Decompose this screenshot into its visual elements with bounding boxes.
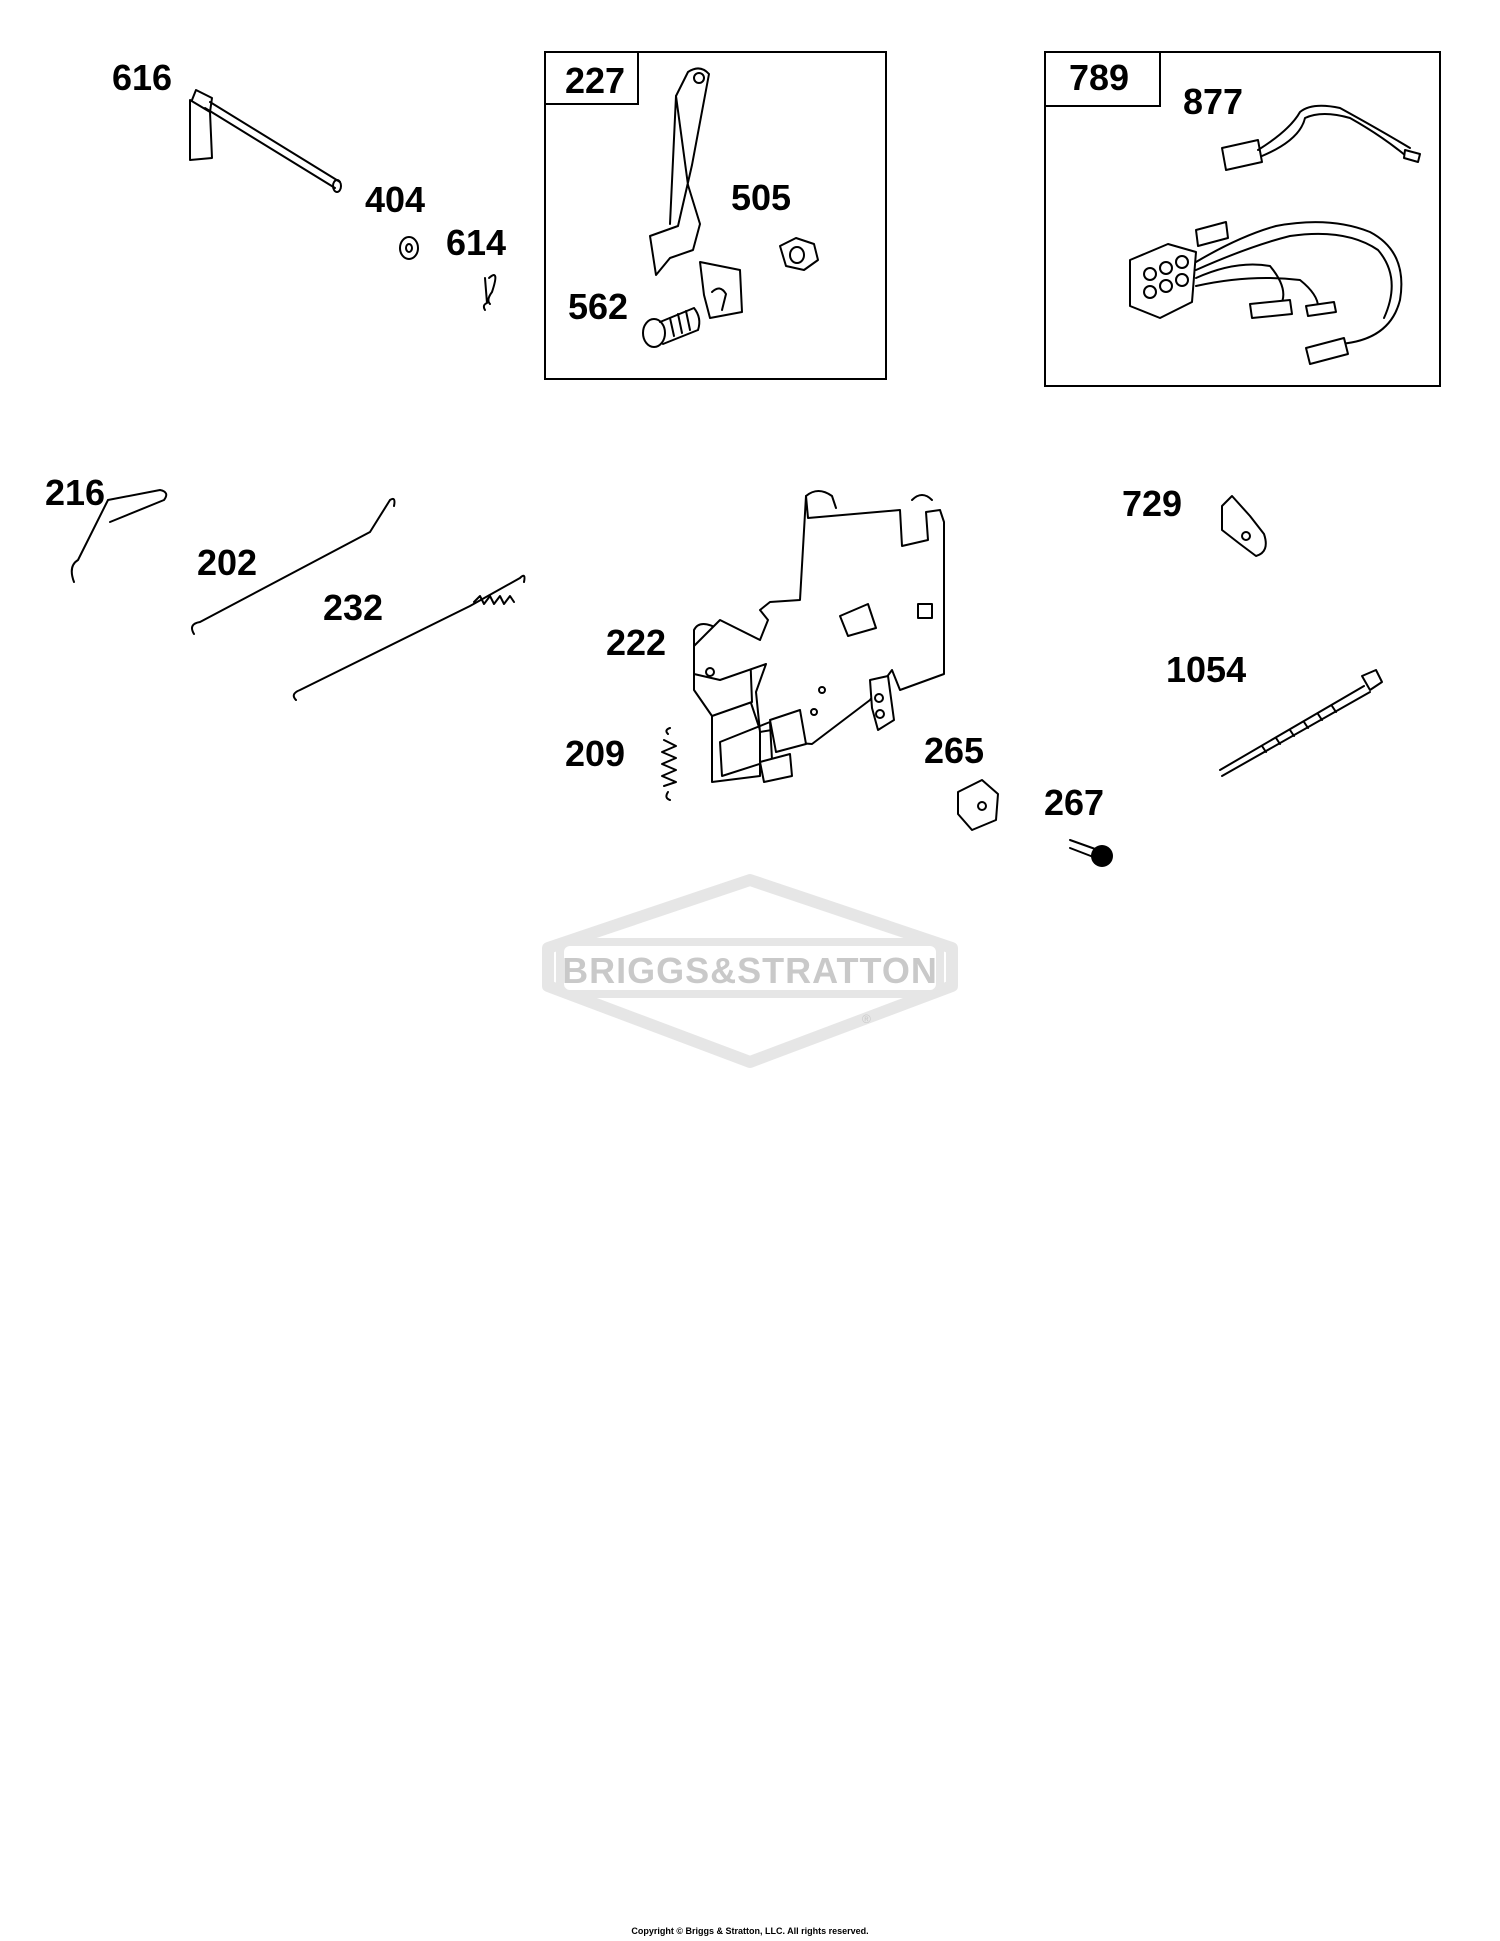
part-616-shaft bbox=[189, 89, 342, 193]
part-265-clamp bbox=[957, 779, 999, 831]
part-label-222: 222 bbox=[606, 622, 667, 663]
part-label-877: 877 bbox=[1183, 81, 1244, 122]
part-222-bracket bbox=[693, 490, 945, 783]
part-216-link bbox=[70, 489, 168, 583]
part-404-washer bbox=[399, 236, 419, 260]
watermark-brand: BRIGGS&STRATTON bbox=[562, 950, 938, 991]
watermark-logo bbox=[542, 874, 958, 1068]
watermark-registered: ® bbox=[862, 1012, 871, 1026]
part-label-1054: 1054 bbox=[1166, 649, 1247, 690]
kit-box-227 bbox=[544, 51, 887, 380]
part-label-267: 267 bbox=[1044, 782, 1105, 823]
kit-label-789: 789 bbox=[1069, 57, 1130, 98]
part-label-232: 232 bbox=[323, 587, 384, 628]
part-505-nut bbox=[779, 237, 819, 271]
part-267-screw bbox=[1069, 839, 1113, 867]
part-label-216: 216 bbox=[45, 472, 106, 513]
kit-box-789 bbox=[1044, 51, 1441, 387]
kit-label-227: 227 bbox=[565, 60, 626, 101]
part-227-lever bbox=[649, 67, 743, 319]
part-232-spring-rod bbox=[292, 574, 526, 701]
part-label-209: 209 bbox=[565, 733, 626, 774]
copyright-notice: Copyright © Briggs & Stratton, LLC. All … bbox=[631, 1926, 869, 1936]
part-1054-cable-tie bbox=[1219, 669, 1383, 777]
part-877-harness bbox=[1129, 104, 1421, 365]
part-614-pin bbox=[482, 274, 497, 311]
part-label-202: 202 bbox=[197, 542, 258, 583]
part-209-spring bbox=[661, 727, 677, 801]
part-label-614: 614 bbox=[446, 222, 507, 263]
part-202-rod bbox=[191, 497, 396, 635]
part-label-729: 729 bbox=[1122, 483, 1183, 524]
part-label-265: 265 bbox=[924, 730, 985, 771]
part-729-clip bbox=[1221, 495, 1267, 557]
part-label-505: 505 bbox=[731, 177, 792, 218]
part-label-562: 562 bbox=[568, 286, 629, 327]
part-562-screw bbox=[642, 307, 701, 348]
part-label-616: 616 bbox=[112, 57, 173, 98]
part-label-404: 404 bbox=[365, 179, 426, 220]
